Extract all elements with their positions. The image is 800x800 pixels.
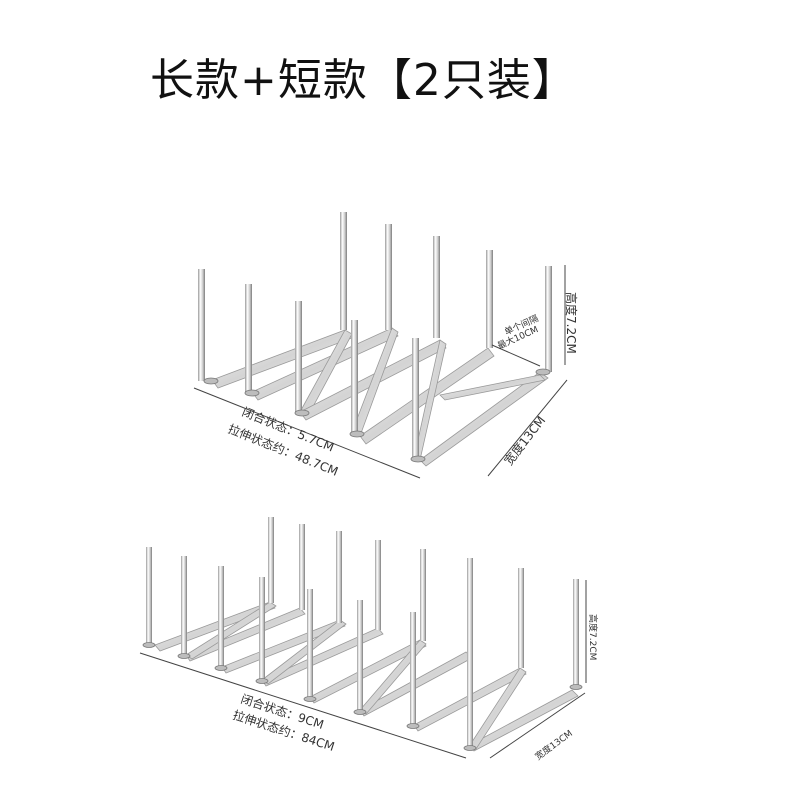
posts-back [340, 212, 552, 372]
post-feet [142, 642, 583, 751]
short-rack [139, 517, 587, 759]
long-rack [193, 212, 568, 479]
dimension-lines [193, 265, 568, 479]
posts-front [198, 269, 419, 458]
post-feet [203, 368, 551, 463]
scissor-plates-back [211, 327, 549, 467]
posts-front [146, 547, 473, 748]
posts-back [268, 517, 579, 687]
long-height-label: 高度7.2CM [564, 292, 578, 354]
product-title: 长款+短款【2只装】 [150, 55, 577, 106]
dimension-lines [139, 580, 587, 759]
short-height-label: 高度7.2CM [587, 614, 597, 661]
